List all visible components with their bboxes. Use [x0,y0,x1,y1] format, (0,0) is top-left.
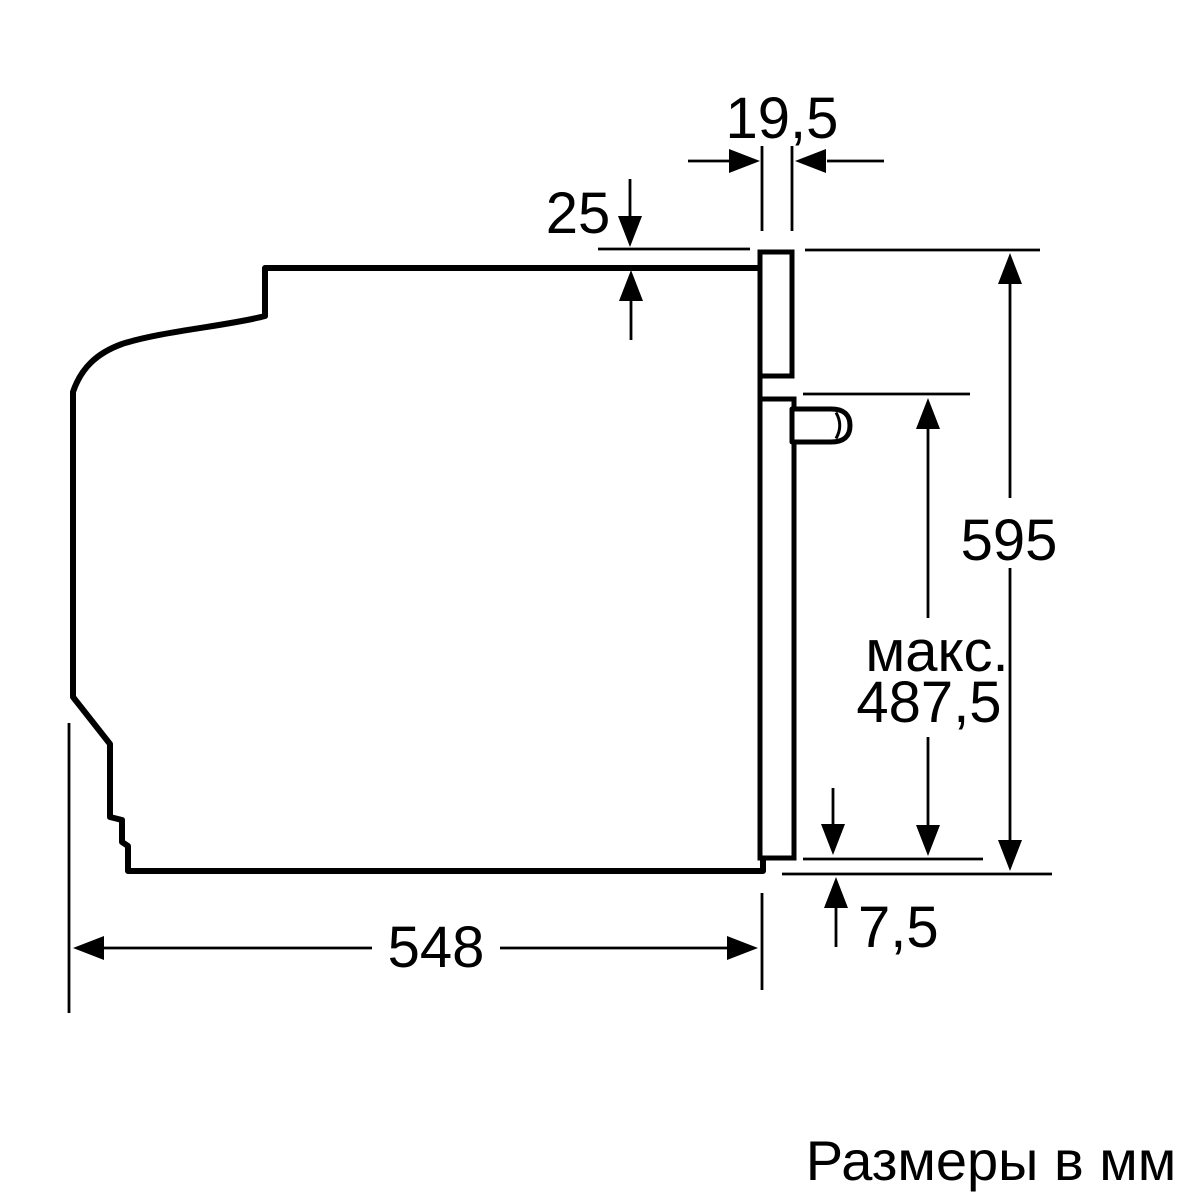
dim-height: 595 [782,248,1058,876]
arrow-left-icon [795,149,826,173]
arrow-down-icon [998,840,1022,871]
door-handle-inner-edge [834,411,842,440]
dim-door-max-label: 487,5 [856,670,1001,735]
arrow-down-icon [916,825,940,856]
oven-body-outline [70,265,766,874]
control-panel [757,249,795,379]
dim-door-max: макс. 487,5 [803,392,1009,861]
arrow-up-icon [998,253,1022,284]
dim-door-max-prefix: макс. [865,619,1008,684]
dim-front-gap-label: 19,5 [726,86,839,151]
dim-top-inset: 25 [546,179,750,340]
door-handle [789,406,853,445]
dim-front-gap: 19,5 [688,86,884,231]
arrow-left-icon [73,936,104,960]
dim-bottom-inset-label: 7,5 [858,895,939,960]
dim-height-label: 595 [961,508,1058,573]
arrow-down-icon [618,216,642,247]
arrow-down-icon [821,824,845,855]
dim-top-inset-label: 25 [546,181,611,246]
arrow-right-icon [729,149,760,173]
dim-depth: 548 [67,723,764,1013]
arrow-right-icon [727,936,758,960]
arrow-up-icon [824,877,848,908]
arrow-up-icon [619,270,643,301]
arrow-up-icon [916,398,940,429]
units-caption: Размеры в мм [806,1129,1177,1192]
oven-door [757,396,797,861]
dim-bottom-inset: 7,5 [821,788,939,960]
dim-depth-label: 548 [388,915,485,980]
